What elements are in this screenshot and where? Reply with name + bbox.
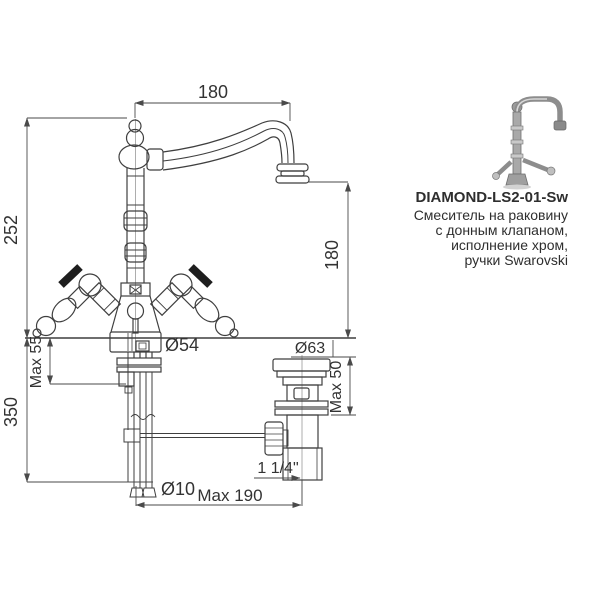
right-handle xyxy=(169,264,239,338)
product-code: DIAMOND-LS2-01-Sw xyxy=(415,189,568,206)
dim-spout-reach xyxy=(134,100,291,121)
photo-right-handle xyxy=(522,157,549,173)
drain-flange xyxy=(272,358,331,372)
dim-below-deck xyxy=(24,337,153,483)
body-flare xyxy=(110,295,161,333)
base-flange xyxy=(109,331,162,353)
left-handle xyxy=(32,264,102,338)
dimension-labels: 180 252 350 Max 55 180 Max 50 Ø54 Ø63 Ø1… xyxy=(1,82,345,505)
drain-body-lower xyxy=(286,414,319,449)
rod-connector xyxy=(123,428,141,443)
dim-spout-height xyxy=(308,181,351,339)
popup-lift-stem xyxy=(132,318,139,334)
product-description-line: с донным клапаном, xyxy=(435,222,568,238)
supply-pipes xyxy=(129,372,157,498)
dim-drain-flange xyxy=(291,340,334,358)
spout xyxy=(162,120,310,184)
drain-window xyxy=(293,387,310,400)
left-handle-connector xyxy=(86,281,122,317)
dim-label-below-deck: 350 xyxy=(1,397,21,427)
valve-escutcheon xyxy=(120,282,151,297)
faucet-column xyxy=(123,168,148,283)
dim-label-max-reach: Max 190 xyxy=(197,486,262,505)
drain-tailpiece xyxy=(282,447,323,481)
faucet-top-finial xyxy=(125,119,145,148)
dim-label-thread-size: 1 1/4" xyxy=(257,460,298,477)
product-description-line: ручки Swarovski xyxy=(464,252,568,268)
dim-label-drain-flange: Ø63 xyxy=(295,340,325,357)
horizontal-link-rod xyxy=(140,433,265,438)
dim-label-max-deck: Max 55 xyxy=(28,336,45,389)
mounting-shank xyxy=(116,352,162,394)
photo-left-handle xyxy=(496,160,513,176)
product-photo xyxy=(492,96,567,190)
right-handle-connector xyxy=(149,281,185,317)
drain-assembly xyxy=(264,355,331,505)
spout-outlet xyxy=(275,163,310,184)
dim-max-deck-thickness xyxy=(47,337,126,385)
dim-label-drain-max: Max 50 xyxy=(328,361,345,414)
right-swarovski-crystal xyxy=(188,264,213,288)
spout-collar xyxy=(146,148,164,171)
photo-spout-outlet xyxy=(553,120,567,131)
dimensions xyxy=(24,100,356,508)
product-description-line: Смеситель на раковину xyxy=(413,207,568,223)
dim-label-rod-diameter: Ø10 xyxy=(161,479,195,499)
faucet-front-view xyxy=(25,119,356,498)
dim-total-height xyxy=(24,117,127,339)
pop-up-rod xyxy=(123,352,141,482)
product-description-line: исполнение хром, xyxy=(451,237,568,253)
left-swarovski-crystal xyxy=(58,264,83,288)
product-info: DIAMOND-LS2-01-Sw Смеситель на раковину … xyxy=(414,190,568,268)
drain-neck xyxy=(282,376,323,386)
dim-max-reach xyxy=(135,480,303,508)
dim-drain-max xyxy=(331,356,356,416)
rod-clamp-knob xyxy=(264,421,289,456)
dim-label-base-diameter: Ø54 xyxy=(165,335,199,355)
pipe-break-symbol xyxy=(130,414,156,420)
dim-label-spout-reach: 180 xyxy=(198,82,228,102)
dim-label-spout-height: 180 xyxy=(322,240,342,270)
faucet-body-ball xyxy=(118,144,150,170)
drain-locknut-ring2 xyxy=(274,408,329,416)
drain-locknut-ring1 xyxy=(274,400,329,408)
dim-label-total-height: 252 xyxy=(1,215,21,245)
